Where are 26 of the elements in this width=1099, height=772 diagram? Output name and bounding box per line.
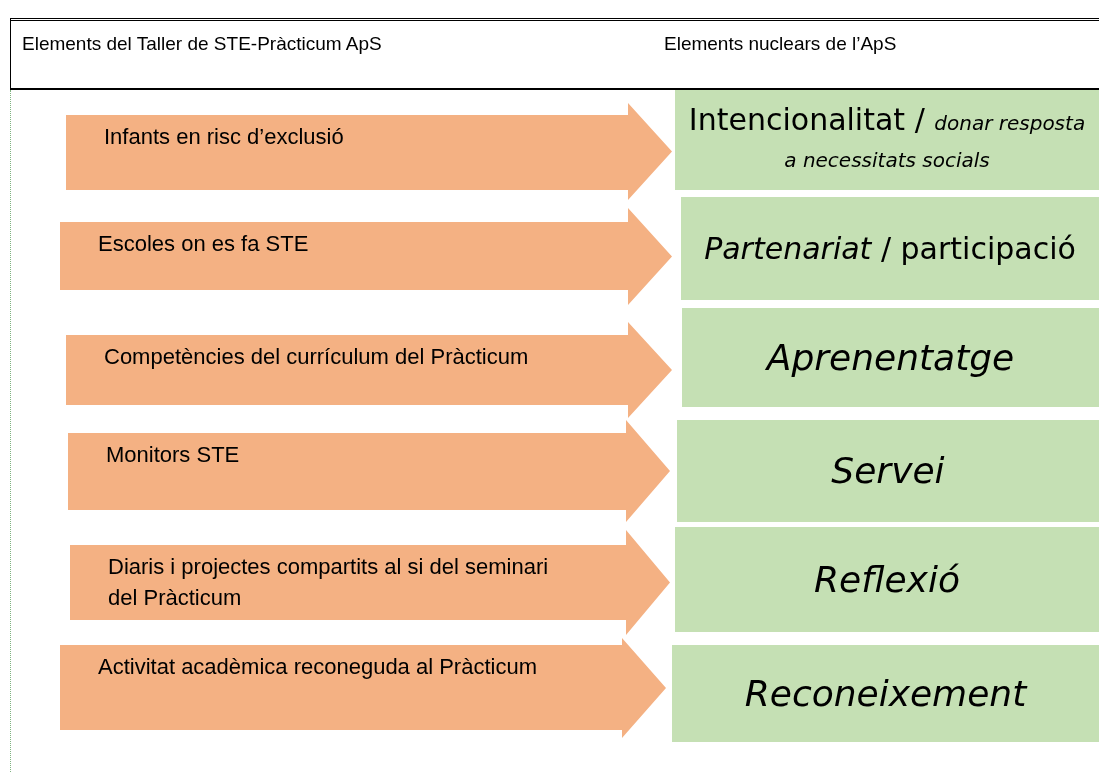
arrow-text: Escoles on es fa STE [98, 230, 310, 258]
arrow-shape [60, 208, 672, 305]
element-text: Partenariat / participació [704, 229, 1076, 268]
element-box [675, 90, 1099, 190]
column-heading: Elements nuclears de l’ApS [664, 32, 897, 56]
arrow-text: Competències del currículum del Pràcticum [104, 343, 530, 371]
element-box [672, 645, 1099, 742]
arrow-shape [70, 530, 670, 635]
element-box [681, 197, 1099, 300]
element-box [677, 420, 1099, 522]
element-text: Reflexió [814, 557, 960, 602]
element-text: Aprenentatge [766, 335, 1015, 380]
element-text: Reconeixement [744, 671, 1027, 716]
arrow-shape [66, 322, 672, 418]
element-text: Intencionalitat / donar resposta a necessitats socials [687, 103, 1087, 174]
column-heading: Elements del Taller de STE-Pràcticum ApS [22, 32, 382, 56]
element-box [675, 527, 1099, 632]
arrow-text: Monitors STE [106, 441, 241, 469]
arrow-text: Activitat acadèmica reconeguda al Pràcticum [98, 653, 538, 681]
element-box [682, 308, 1099, 407]
arrow-text: Infants en risc d’exclusió [104, 123, 345, 151]
arrow-shape [60, 638, 666, 738]
arrow-shape [66, 103, 672, 200]
arrow-text: Diaris i projectes compartits al si del seminari del Pràcticum [108, 553, 550, 612]
arrow-shape [68, 420, 670, 522]
element-text: Servei [831, 449, 945, 493]
